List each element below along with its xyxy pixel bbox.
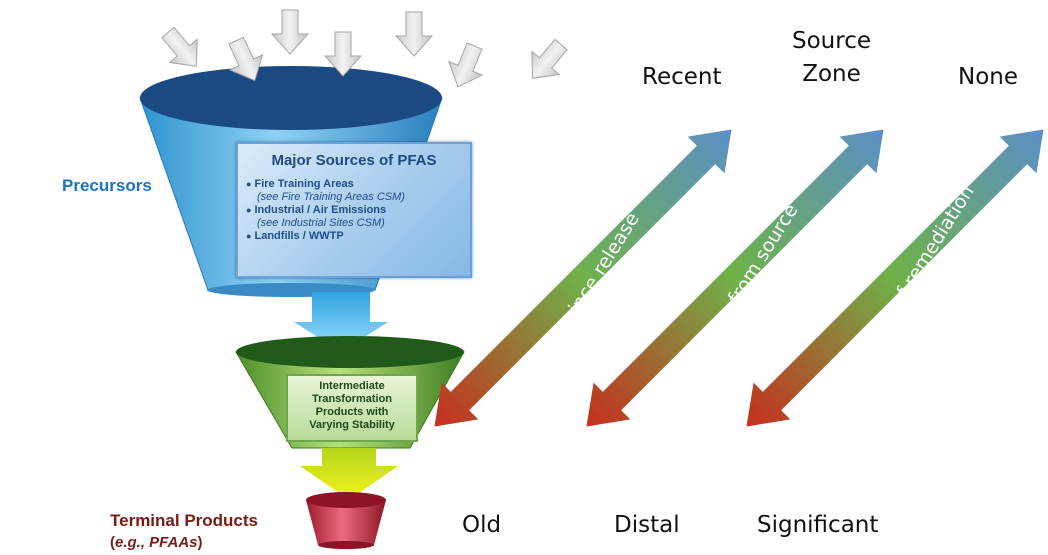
bullet-icon: ● (246, 179, 252, 189)
input-arrow-icon (447, 42, 484, 88)
arrow-label-remediation: Extent/type of remediation (824, 181, 978, 410)
precursors-label: Precursors (62, 176, 152, 195)
funnel-bottom-body (306, 500, 386, 545)
source-item-label: Industrial / Air Emissions (254, 204, 387, 216)
incoming-arrows (161, 9, 568, 88)
input-arrow-icon (323, 31, 363, 77)
flow-arrow-yellow-icon (300, 448, 398, 500)
intermediate-line: Varying Stability (309, 419, 395, 431)
intermediate-products-box: Intermediate Transformation Products wit… (286, 374, 418, 442)
terminal-products-label: Terminal Products (110, 511, 258, 530)
intermediate-line: Intermediate (319, 380, 385, 392)
arrow-distance (586, 129, 884, 427)
input-arrow-icon (161, 26, 198, 67)
arrow-bottom-label-distance: Distal (614, 512, 680, 538)
double-arrow-icon (586, 129, 884, 427)
funnel-middle-rim (236, 336, 464, 368)
bullet-icon: ● (246, 205, 252, 215)
source-item-note: (see Fire Training Areas CSM) (257, 191, 405, 203)
double-arrow-icon (434, 129, 732, 427)
arrow-top-label-distance: Source Zone (792, 28, 871, 87)
arrow-top-label-time: Recent (642, 64, 722, 90)
input-arrow-icon (531, 38, 568, 79)
intermediate-line: Transformation (311, 393, 393, 405)
arrow-bottom-label-time: Old (462, 512, 502, 538)
terminal-products-example: (e.g., PFAAs) (110, 534, 203, 551)
source-item-note: (see Industrial Sites CSM) (257, 217, 385, 229)
funnel-bottom-rim (306, 492, 386, 508)
arrow-bottom-label-remediation: Significant (757, 512, 879, 538)
source-item-label: Fire Training Areas (254, 178, 354, 190)
double-arrow-icon (746, 129, 1044, 427)
source-item: ● Industrial / Air Emissions (246, 204, 462, 217)
source-item-label: Landfills / WWTP (254, 230, 344, 242)
arrow-label-time: Time since release (531, 209, 644, 372)
major-sources-box: Major Sources of PFAS ● Fire Training Ar… (236, 142, 472, 278)
input-arrow-icon (394, 11, 434, 57)
arrow-label-distance: Distance from source (677, 200, 803, 383)
arrow-time (434, 129, 732, 427)
funnel-top-rim (140, 66, 442, 130)
source-item: ● Fire Training Areas (246, 178, 462, 191)
input-arrow-icon (270, 9, 310, 55)
intermediate-line: Products with (315, 406, 389, 418)
input-arrow-icon (228, 36, 264, 82)
source-item: ● Landfills / WWTP (246, 230, 462, 243)
bullet-icon: ● (246, 231, 252, 241)
sources-title: Major Sources of PFAS (271, 152, 437, 169)
arrow-remediation (746, 129, 1044, 427)
arrow-top-label-remediation: None (958, 64, 1019, 90)
